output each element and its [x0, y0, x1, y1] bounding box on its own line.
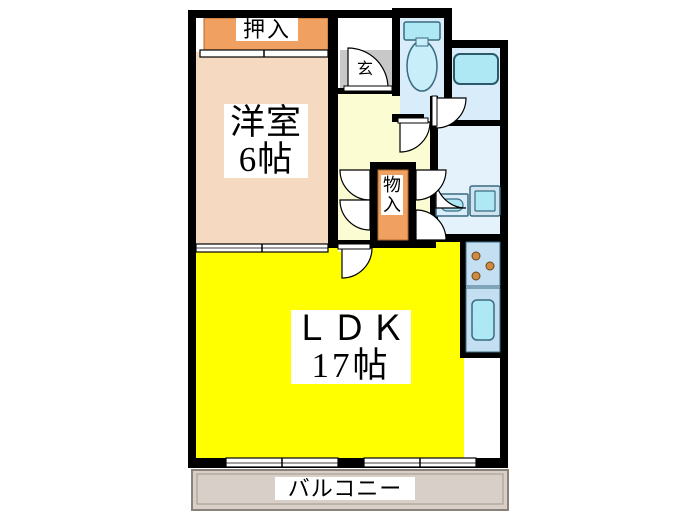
- wall-hall-washroom: [430, 96, 438, 242]
- wall-top-yoshitsu: [188, 10, 336, 18]
- yoshitsu-sliding-door: [195, 243, 329, 253]
- oshiire-floor: [203, 17, 329, 53]
- wall-kitchen-left: [460, 240, 466, 358]
- wall-yoshitsu-right: [328, 10, 338, 248]
- balcony-floor-inner: [196, 473, 504, 505]
- washroom-floor: [436, 124, 502, 236]
- washbasin-icon: [469, 185, 501, 217]
- wall-toilet-top: [392, 8, 450, 18]
- wall-genkan-toilet: [392, 10, 400, 96]
- wall-monoire-right: [408, 162, 416, 246]
- stove-icon: [465, 241, 501, 287]
- wall-genkan-top: [336, 10, 398, 18]
- toilet-icon: [403, 21, 441, 92]
- ldk-floor: [196, 252, 464, 462]
- toilet-door: [397, 117, 431, 153]
- bathtub-icon: [453, 53, 499, 85]
- monoire-door-right: [415, 169, 447, 241]
- hall-to-ldk-door: [337, 243, 373, 279]
- wall-toilet-right: [444, 8, 452, 122]
- sink-icon: [465, 287, 501, 353]
- wall-monoire-left: [370, 162, 378, 246]
- balcony-sliding-door-2: [363, 457, 477, 468]
- wall-left-outer: [188, 10, 196, 466]
- wall-bath-bottom: [448, 120, 502, 126]
- yoshitsu-floor: [196, 52, 328, 244]
- wall-washroom-bottom: [430, 234, 508, 242]
- monoire-door-left: [339, 169, 371, 231]
- wall-bath-top: [444, 40, 508, 48]
- wall-monoire-bottom: [370, 240, 416, 248]
- oshiire-sliding-door: [199, 49, 329, 58]
- wall-monoire-top: [370, 162, 416, 170]
- wall-hall-ldk-right: [414, 240, 436, 248]
- monoire-floor: [377, 169, 409, 241]
- wall-ldk-bottom: [188, 458, 508, 468]
- wall-right-lower: [500, 124, 508, 466]
- wall-kitchen-bottom: [460, 352, 508, 358]
- bath-door: [431, 95, 467, 129]
- balcony-sliding-door-1: [225, 457, 339, 468]
- wall-bath-right: [500, 40, 508, 130]
